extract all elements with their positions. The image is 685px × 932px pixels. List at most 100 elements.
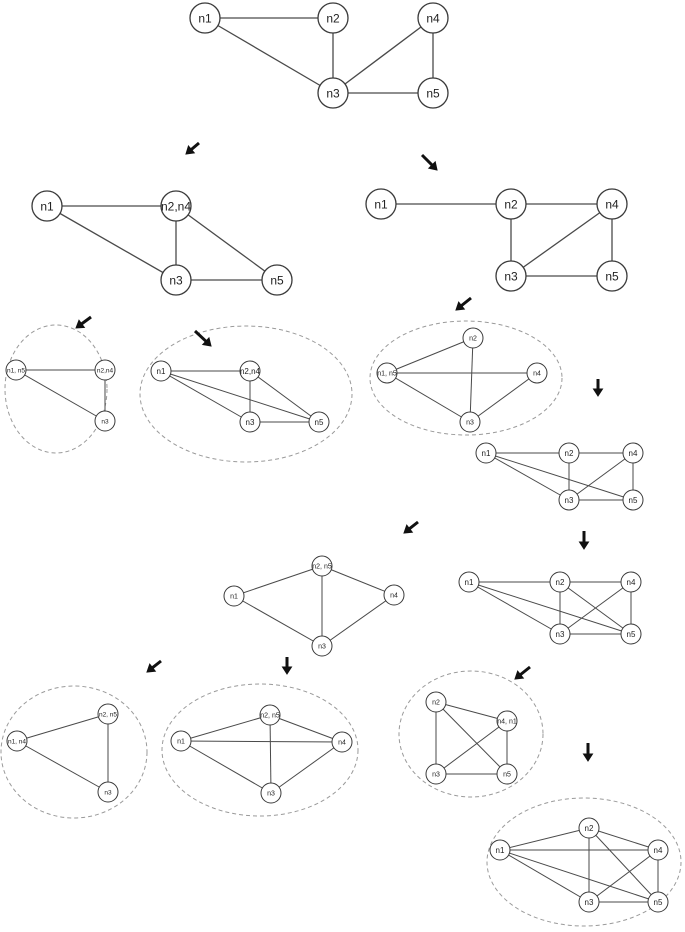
node-n1: n1 bbox=[189, 2, 221, 34]
node-n2: n2 bbox=[425, 691, 447, 713]
node-label: n4, n1 bbox=[497, 719, 517, 726]
arrow-icon bbox=[193, 329, 212, 347]
node-circle bbox=[160, 264, 192, 296]
node-circle bbox=[97, 781, 119, 803]
arrow-icon bbox=[75, 315, 92, 329]
arrow-head bbox=[185, 145, 196, 155]
arrow-icon bbox=[514, 665, 531, 680]
node-n3: n3 bbox=[260, 782, 282, 804]
node-n4: n4 bbox=[331, 731, 353, 753]
arrow-shaft bbox=[80, 315, 92, 326]
arrow-head bbox=[281, 666, 293, 675]
node-n2: n2 bbox=[549, 571, 571, 593]
node-label: n2,n4 bbox=[161, 199, 191, 213]
node-circle bbox=[620, 571, 642, 593]
node-n1: n1 bbox=[170, 730, 192, 752]
node-n25: n2, n5 bbox=[97, 703, 119, 725]
node-label: n3 bbox=[565, 496, 574, 505]
cluster-outline bbox=[369, 320, 563, 436]
arrow-shaft bbox=[519, 665, 531, 676]
node-circle bbox=[97, 703, 119, 725]
node-label: n2 bbox=[469, 336, 477, 343]
arrow-icon bbox=[582, 743, 594, 762]
node-circle bbox=[5, 359, 27, 381]
edge-n4-n3 bbox=[588, 849, 659, 903]
edge-n25-n4 bbox=[321, 565, 395, 596]
node-circle bbox=[6, 730, 28, 752]
edge-n2-n41 bbox=[435, 701, 508, 722]
node-label: n1 bbox=[40, 199, 54, 213]
node-n4: n4 bbox=[622, 442, 644, 464]
node-circle bbox=[549, 623, 571, 645]
edge-n4-n3 bbox=[469, 372, 538, 423]
node-circle bbox=[189, 2, 221, 34]
arrow-icon bbox=[146, 659, 162, 673]
arrow-shaft bbox=[460, 296, 472, 307]
edge-n15-n3 bbox=[386, 372, 471, 423]
cluster-outline bbox=[161, 683, 359, 817]
node-n1: n1 bbox=[150, 360, 172, 382]
node-n4: n4 bbox=[596, 188, 628, 220]
node-circle bbox=[160, 190, 192, 222]
node-label: n5 bbox=[503, 772, 511, 779]
node-circle bbox=[459, 411, 481, 433]
node-circle bbox=[558, 489, 580, 511]
node-circle bbox=[475, 442, 497, 464]
node-label: n2,n4 bbox=[240, 367, 261, 376]
node-n24: n2,n4 bbox=[94, 359, 116, 381]
node-n25: n2, n5 bbox=[311, 555, 333, 577]
node-n4: n4 bbox=[417, 2, 449, 34]
node-circle bbox=[383, 584, 405, 606]
node-n3: n3 bbox=[317, 77, 349, 109]
arrow-icon bbox=[578, 531, 590, 550]
node-n41: n4, n1 bbox=[496, 710, 518, 732]
edge-n1-n3 bbox=[46, 205, 177, 281]
node-label: n2 bbox=[585, 824, 594, 833]
edge-n2-n5 bbox=[588, 827, 659, 903]
edge-n1-n4 bbox=[180, 740, 343, 743]
node-circle bbox=[596, 260, 628, 292]
node-circle bbox=[425, 763, 447, 785]
node-n3: n3 bbox=[459, 411, 481, 433]
node-circle bbox=[94, 410, 116, 432]
node-circle bbox=[620, 623, 642, 645]
node-n5: n5 bbox=[596, 260, 628, 292]
node-circle bbox=[622, 442, 644, 464]
node-label: n3 bbox=[104, 789, 112, 796]
node-n5: n5 bbox=[261, 264, 293, 296]
node-n4: n4 bbox=[383, 584, 405, 606]
edge-n25-n3 bbox=[269, 714, 272, 794]
node-n1: n1 bbox=[489, 839, 511, 861]
edge-n1-n3 bbox=[468, 581, 561, 635]
arrow-head bbox=[403, 524, 414, 534]
edge-n3-n4 bbox=[332, 17, 434, 94]
arrow-head bbox=[582, 753, 594, 762]
node-circle bbox=[578, 817, 600, 839]
edge-n4-n3 bbox=[568, 452, 634, 501]
node-label: n2, n5 bbox=[99, 711, 117, 718]
node-circle bbox=[331, 731, 353, 753]
edge-n3-n4 bbox=[510, 203, 613, 277]
node-label: n5 bbox=[627, 630, 636, 639]
node-circle bbox=[94, 359, 116, 381]
node-label: n2 bbox=[432, 700, 440, 707]
node-n3: n3 bbox=[425, 763, 447, 785]
arrow-head bbox=[455, 301, 466, 311]
arrow-head bbox=[201, 336, 212, 347]
arrow-head bbox=[75, 319, 86, 329]
node-n4: n4 bbox=[647, 839, 669, 861]
node-label: n4 bbox=[627, 578, 636, 587]
node-label: n2, n5 bbox=[260, 713, 280, 720]
edge-n1-n5 bbox=[160, 370, 320, 423]
node-n2: n2 bbox=[317, 2, 349, 34]
edge-n4-n3 bbox=[559, 581, 632, 635]
node-label: n2 bbox=[326, 11, 340, 25]
node-label: n5 bbox=[629, 496, 638, 505]
node-circle bbox=[647, 839, 669, 861]
node-label: n3 bbox=[101, 418, 109, 425]
node-n3: n3 bbox=[239, 411, 261, 433]
node-n2: n2 bbox=[495, 188, 527, 220]
